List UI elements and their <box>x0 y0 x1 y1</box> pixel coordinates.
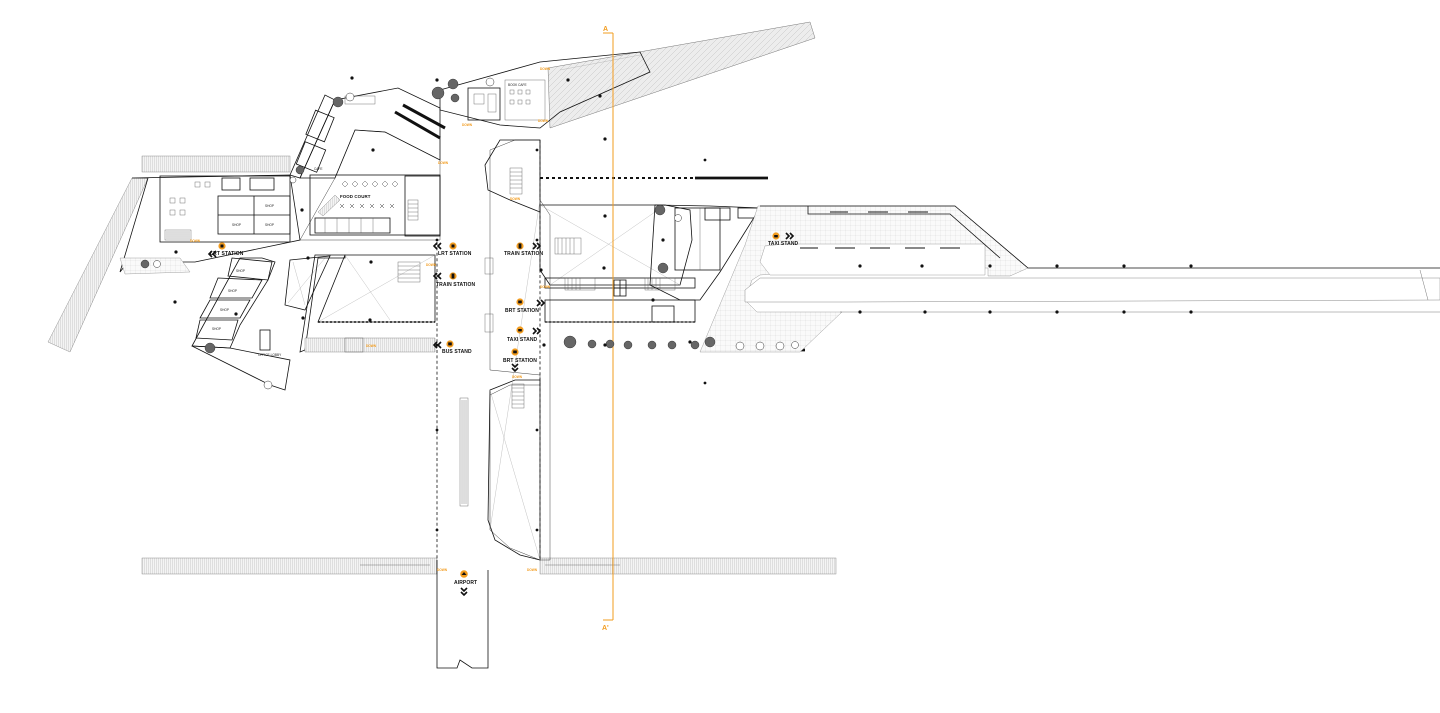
lrt-station-center-label: LRT STATION <box>438 251 472 257</box>
chevron-icon <box>460 587 468 597</box>
section-line <box>603 32 614 621</box>
chevron-icon <box>432 341 442 349</box>
svg-text:SHOP: SHOP <box>232 223 241 227</box>
train-station-left-label: TRAIN STATION <box>436 282 475 288</box>
down-label: DOWN <box>538 119 549 123</box>
brt-station-center[interactable]: BRT STATION <box>505 298 546 314</box>
svg-text:SHOP: SHOP <box>212 327 221 331</box>
down-label: DOWN <box>437 568 448 572</box>
svg-text:SHOP: SHOP <box>265 223 274 227</box>
down-label: DOWN <box>527 568 538 572</box>
svg-text:SHOP: SHOP <box>236 269 245 273</box>
lrt-station-center[interactable]: LRT STATION <box>432 242 472 257</box>
train-station-left[interactable]: TRAIN STATION <box>432 272 475 288</box>
rail-band-south-east <box>539 557 837 575</box>
chevron-icon <box>432 272 442 280</box>
rail-band-north-diagonal <box>547 21 816 129</box>
section-marker-bottom: A' <box>602 625 609 632</box>
rail-band-west-upper <box>141 155 291 173</box>
brt-station-center-label: BRT STATION <box>505 308 539 314</box>
section-marker-top: A <box>603 26 608 33</box>
rail-band-south-west <box>141 557 438 575</box>
central-plaza-west <box>317 254 436 323</box>
airport-label: AIRPORT <box>454 580 477 586</box>
food-court-label: FOOD COURT <box>340 194 371 199</box>
train-station-right-label: TRAIN STATION <box>504 251 543 257</box>
down-label: DOWN <box>426 263 437 267</box>
chevron-icon <box>532 242 542 250</box>
chevron-icon <box>536 299 546 307</box>
down-label: DOWN <box>366 344 377 348</box>
bus-stand-label: BUS STAND <box>442 349 472 355</box>
down-label: DOWN <box>438 161 449 165</box>
office-block: SHOP SHOP SHOP SHOP <box>191 254 436 391</box>
lrt-station-left[interactable]: LRT STATION <box>207 242 244 258</box>
svg-text:SHOP: SHOP <box>220 308 229 312</box>
down-label: DOWN <box>462 123 473 127</box>
taxi-stand-right[interactable]: TAXI STAND <box>768 232 799 247</box>
bus-stand[interactable]: BUS STAND <box>432 340 472 355</box>
chevron-icon <box>532 327 542 335</box>
main-concourse <box>436 139 768 669</box>
taxi-stand-center[interactable]: TAXI STAND <box>507 326 542 343</box>
brt-station-lower-label: BRT STATION <box>503 358 537 364</box>
down-label: DOWN <box>190 239 201 243</box>
chevron-icon <box>785 232 795 240</box>
book-cafe-block <box>439 51 651 129</box>
chevron-icon <box>511 363 519 373</box>
train-station-right[interactable]: TRAIN STATION <box>504 242 543 257</box>
down-label: DOWN <box>540 285 551 289</box>
west-wing: SHOP SHOP SHOP <box>47 174 301 353</box>
taxi-stand-center-label: TAXI STAND <box>507 337 538 343</box>
cafe-label: CAFE <box>314 167 323 171</box>
down-label: DOWN <box>512 375 523 379</box>
brt-station-lower[interactable]: BRT STATION <box>503 348 537 373</box>
columns <box>173 76 1193 532</box>
down-label: DOWN <box>510 197 521 201</box>
office-lobby-label: OFFICE LOBBY <box>258 353 282 357</box>
taxi-area <box>699 205 1440 353</box>
trees <box>140 77 799 390</box>
taxi-stand-right-label: TAXI STAND <box>768 241 799 247</box>
book-cafe-label: BOOK CAFE <box>508 83 527 87</box>
food-court-block <box>289 87 446 241</box>
svg-text:SHOP: SHOP <box>228 289 237 293</box>
airport[interactable]: AIRPORT <box>454 570 477 597</box>
lrt-station-left-label: LRT STATION <box>210 251 244 257</box>
down-label: DOWN <box>540 67 551 71</box>
svg-text:SHOP: SHOP <box>265 204 274 208</box>
chevron-icon <box>432 242 442 250</box>
chevron-icon <box>207 250 217 258</box>
